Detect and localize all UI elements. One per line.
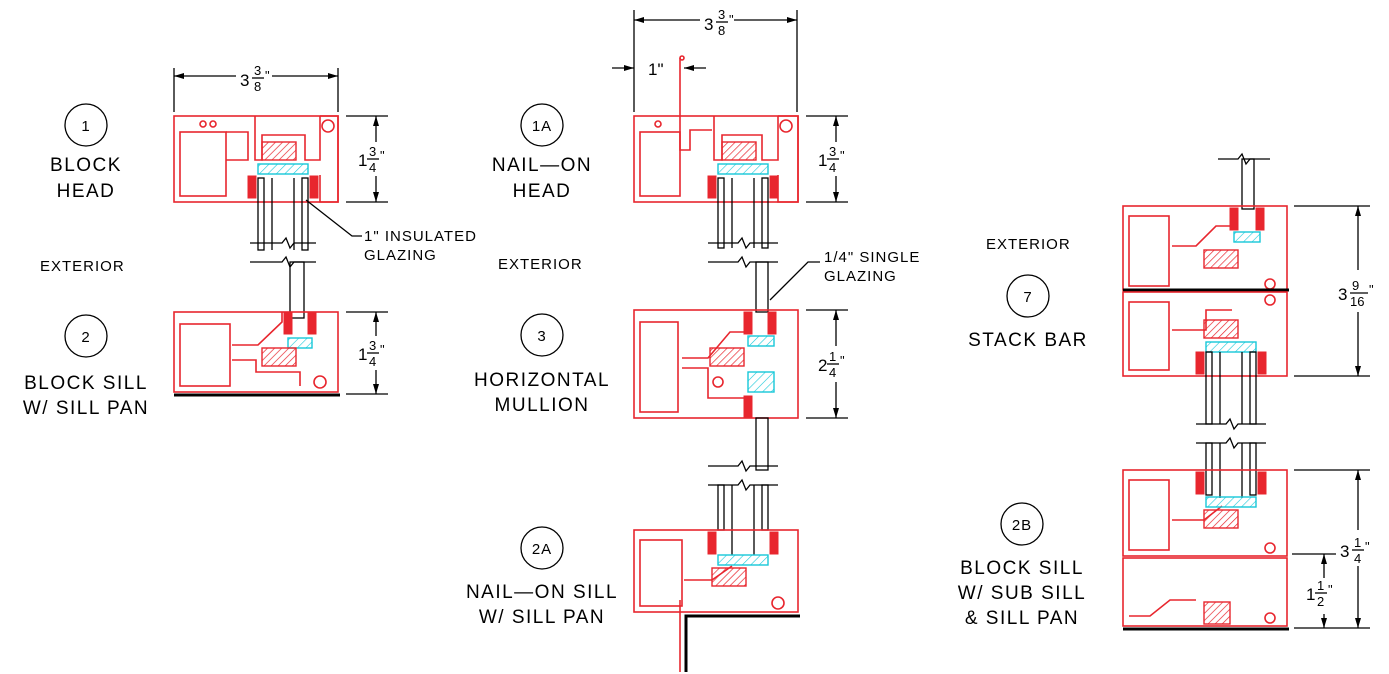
- svg-text:HORIZONTAL: HORIZONTAL: [474, 370, 610, 391]
- detail-2b-label: 2B BLOCK SILL W/ SUB SILL & SILL PAN: [958, 502, 1086, 629]
- svg-text:4: 4: [829, 160, 836, 175]
- svg-text:": ": [380, 342, 385, 357]
- dim-sub-sill-height: 1 1 2 ": [1292, 553, 1336, 628]
- dim-nailon-head-height: 1 3 4 ": [806, 115, 848, 203]
- nailon-head-section: [633, 55, 799, 203]
- stack-glass-top: [1218, 152, 1270, 210]
- detail-2a-label: 2A NAIL—ON SILL W/ SILL PAN: [466, 526, 618, 628]
- sub-sill-section: [1122, 469, 1289, 631]
- svg-text:3: 3: [369, 144, 376, 159]
- svg-text:1: 1: [358, 345, 367, 364]
- svg-text:1: 1: [81, 118, 90, 135]
- insulated-glass-left: [250, 177, 316, 319]
- svg-text:1: 1: [829, 349, 836, 364]
- svg-text:GLAZING: GLAZING: [364, 247, 437, 264]
- detail-1-label: 1 BLOCK HEAD: [50, 103, 122, 202]
- dim-head-height: 1 3 4 ": [346, 115, 388, 203]
- svg-text:3: 3: [240, 71, 249, 90]
- svg-text:3: 3: [537, 328, 546, 345]
- stack-insulated-glass: [1196, 351, 1266, 498]
- svg-text:HEAD: HEAD: [57, 181, 116, 202]
- exterior-label-3: EXTERIOR: [986, 236, 1071, 253]
- svg-text:4: 4: [369, 160, 376, 175]
- svg-text:1: 1: [1306, 585, 1315, 604]
- svg-text:3: 3: [1338, 285, 1347, 304]
- dim-head-width: 3 3 8 ": [173, 63, 339, 112]
- svg-text:2: 2: [81, 329, 90, 346]
- dim-nail-fin: 1": [612, 60, 706, 79]
- detail-3-label: 3 HORIZONTAL MULLION: [474, 313, 610, 416]
- svg-text:& SILL PAN: & SILL PAN: [965, 608, 1079, 629]
- insulated-glass-mid: [708, 177, 778, 313]
- svg-text:3: 3: [829, 144, 836, 159]
- svg-text:1": 1": [648, 60, 664, 79]
- svg-text:2: 2: [818, 356, 827, 375]
- svg-text:MULLION: MULLION: [495, 395, 590, 416]
- svg-text:16: 16: [1350, 294, 1364, 309]
- svg-text:GLAZING: GLAZING: [824, 268, 897, 285]
- svg-text:": ": [840, 353, 845, 368]
- block-head-section: [173, 115, 339, 203]
- mullion-section: [633, 309, 799, 419]
- block-sill-section: [173, 311, 340, 397]
- svg-text:": ": [1328, 582, 1333, 597]
- svg-text:3: 3: [718, 7, 725, 22]
- svg-text:": ": [380, 148, 385, 163]
- svg-text:8: 8: [254, 79, 261, 94]
- svg-text:1A: 1A: [532, 118, 552, 135]
- svg-text:W/ SILL PAN: W/ SILL PAN: [479, 607, 605, 628]
- svg-text:NAIL—ON SILL: NAIL—ON SILL: [466, 582, 618, 603]
- svg-text:": ": [1365, 539, 1370, 554]
- svg-text:1: 1: [1317, 578, 1324, 593]
- svg-text:2A: 2A: [532, 541, 552, 558]
- detail-7-label: 7 STACK BAR: [968, 274, 1088, 351]
- svg-text:3: 3: [1340, 542, 1349, 561]
- svg-text:4: 4: [1354, 551, 1361, 566]
- svg-text:BLOCK SILL: BLOCK SILL: [24, 373, 148, 394]
- svg-text:STACK BAR: STACK BAR: [968, 330, 1088, 351]
- single-glass-lower: [708, 417, 778, 555]
- exterior-label-1: EXTERIOR: [40, 258, 125, 275]
- svg-text:1: 1: [1354, 535, 1361, 550]
- nailon-sill-section: [633, 529, 800, 672]
- stack-bar-section: [1122, 205, 1289, 377]
- svg-text:": ": [840, 148, 845, 163]
- svg-text:4: 4: [369, 354, 376, 369]
- dim-sub-sill-total: 3 1 4 ": [1294, 469, 1370, 629]
- svg-text:BLOCK: BLOCK: [50, 155, 122, 176]
- svg-text:1/4" SINGLE: 1/4" SINGLE: [824, 249, 920, 266]
- single-glazing-note: 1/4" SINGLE GLAZING: [769, 249, 920, 301]
- svg-text:BLOCK SILL: BLOCK SILL: [960, 558, 1084, 579]
- svg-text:3: 3: [254, 63, 261, 78]
- dim-mullion-height: 2 1 4 ": [806, 309, 848, 419]
- svg-text:9: 9: [1352, 278, 1359, 293]
- svg-text:1: 1: [818, 151, 827, 170]
- detail-2-label: 2 BLOCK SILL W/ SILL PAN: [23, 314, 149, 419]
- svg-text:HEAD: HEAD: [513, 181, 572, 202]
- svg-text:1" INSULATED: 1" INSULATED: [364, 228, 477, 245]
- dim-sill-height: 1 3 4 ": [346, 311, 388, 395]
- svg-text:1: 1: [358, 151, 367, 170]
- svg-text:2: 2: [1317, 594, 1324, 609]
- svg-text:NAIL—ON: NAIL—ON: [492, 155, 592, 176]
- svg-text:8: 8: [718, 23, 725, 38]
- dim-stack-bar-height: 3 9 16 ": [1294, 205, 1374, 377]
- svg-text:W/ SILL PAN: W/ SILL PAN: [23, 398, 149, 419]
- exterior-label-2: EXTERIOR: [498, 256, 583, 273]
- svg-text:3: 3: [704, 15, 713, 34]
- dim-nailon-width: 3 3 8 ": [633, 7, 798, 112]
- svg-text:2B: 2B: [1012, 517, 1032, 534]
- detail-1a-label: 1A NAIL—ON HEAD: [492, 103, 592, 202]
- svg-text:": ": [265, 68, 270, 83]
- svg-text:7: 7: [1023, 289, 1032, 306]
- svg-text:W/ SUB SILL: W/ SUB SILL: [958, 583, 1086, 604]
- svg-text:": ": [1369, 282, 1374, 297]
- svg-text:4: 4: [829, 365, 836, 380]
- svg-text:": ": [729, 12, 734, 27]
- insulated-glazing-note: 1" INSULATED GLAZING: [305, 199, 477, 264]
- svg-text:3: 3: [369, 338, 376, 353]
